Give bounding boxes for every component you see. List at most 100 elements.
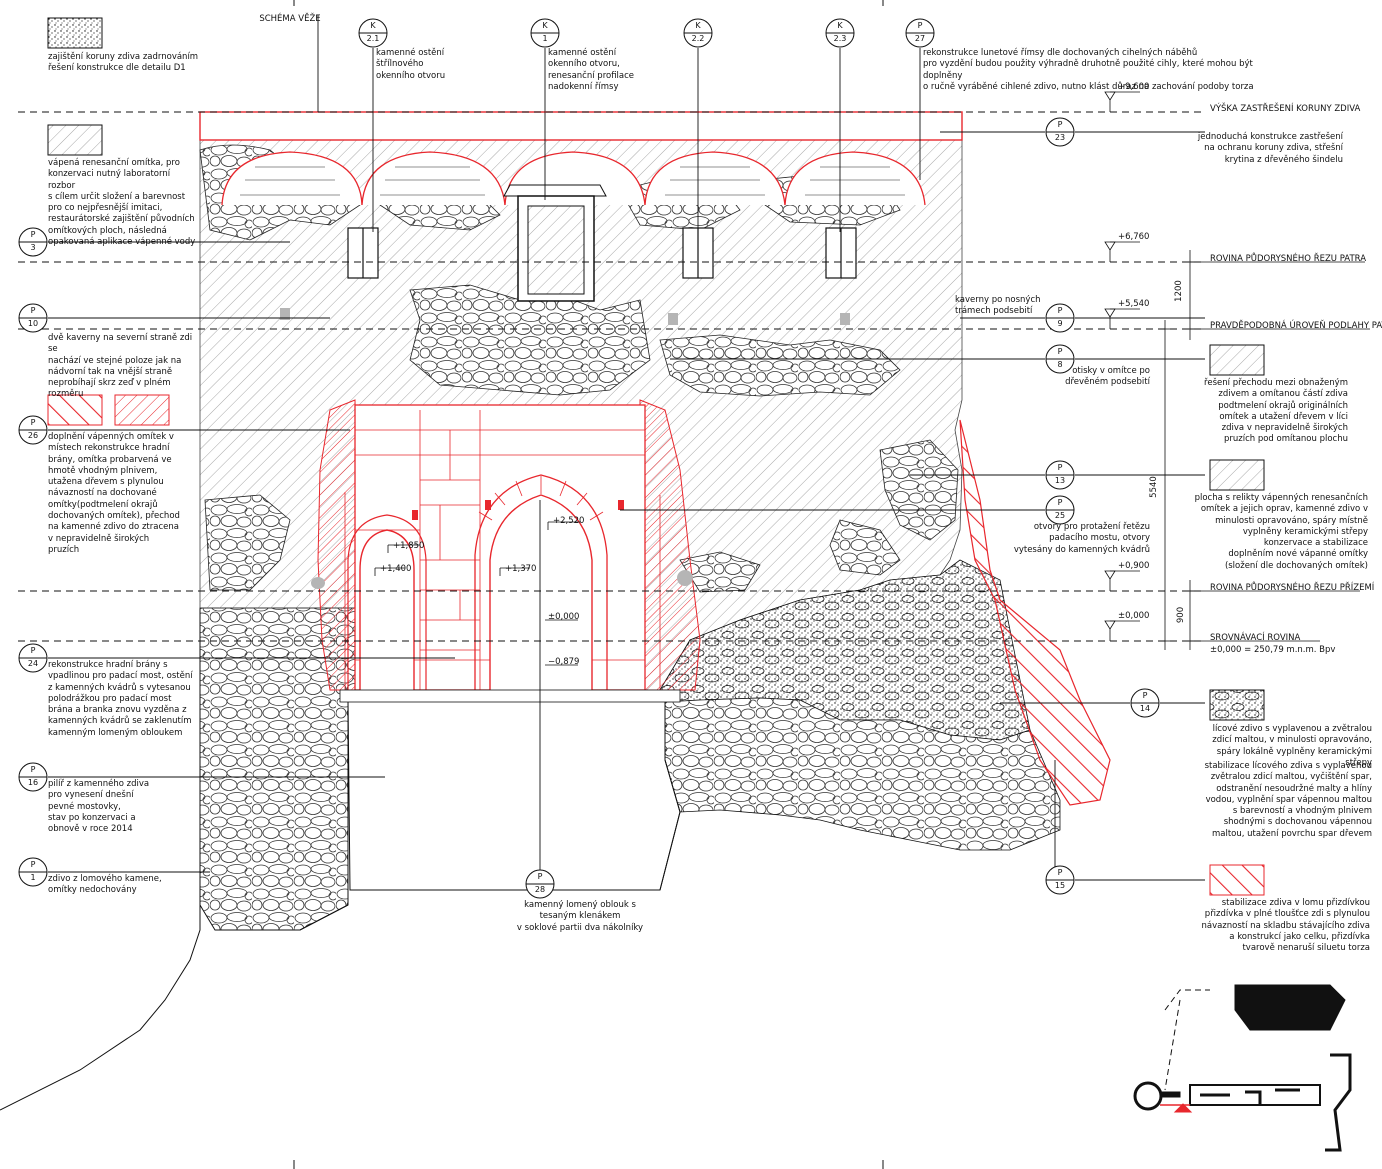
level-name-ground: ROVINA PŮDORYSNÉHO ŘEZU PŘÍZEMÍ	[1210, 583, 1375, 593]
level-1370: +1,370	[505, 564, 537, 574]
tag-letter-p24: P	[30, 646, 36, 655]
tag-letter-p13: P	[1057, 463, 1063, 472]
tag-num-p15: 15	[1054, 881, 1066, 890]
tag-num-p14: 14	[1139, 704, 1151, 713]
tag-num-p24: 24	[27, 659, 39, 668]
tag-num-p23: 23	[1054, 133, 1066, 142]
level-name-ref: SROVNÁVACÍ ROVINA	[1210, 633, 1301, 643]
level-name-floor1: ROVINA PŮDORYSNÉHO ŘEZU PATRA	[1210, 254, 1367, 264]
tag-letter-p15: P	[1057, 868, 1063, 877]
tag-num-p1: 1	[30, 873, 36, 882]
level-5540: +5,540	[1118, 299, 1150, 309]
tag-num-p27: 27	[914, 34, 926, 43]
level-2520: +2,520	[553, 516, 585, 526]
lunette-brick-lines	[240, 166, 905, 196]
note-p26: doplnění vápenných omítek v místech reko…	[48, 432, 180, 555]
tag-num-p3: 3	[30, 243, 36, 252]
tag-letter-p23: P	[1057, 120, 1063, 129]
level-6760: +6,760	[1118, 232, 1150, 242]
note-coping: zajištění koruny zdiva zadrnováním řešen…	[48, 52, 199, 74]
tag-letter-k21: K	[370, 21, 376, 30]
note-p10: dvě kaverny na severní straně zdi se nac…	[48, 333, 193, 400]
dim-900: 900	[1176, 606, 1187, 624]
level-0900: +0,900	[1118, 561, 1150, 571]
note-p8: otisky v omítce po dřevěném podsebití	[1065, 366, 1150, 388]
level-9600: +9,600	[1118, 82, 1150, 92]
ground-lines	[0, 759, 681, 1111]
roof-coping	[199, 111, 963, 141]
level-name-ref-abs: ±0,000 = 250,79 m.n.m. Bpv	[1210, 645, 1336, 655]
tag-letter-k23: K	[837, 21, 843, 30]
stabilization-wedge	[959, 419, 1111, 806]
tag-num-k1: 1	[542, 34, 548, 43]
tag-letter-p25: P	[1057, 498, 1063, 507]
note-p25: otvory pro protažení řetězu padacího mos…	[1013, 522, 1150, 555]
legend-swatches	[47, 17, 1265, 896]
tag-bubbles	[18, 18, 1160, 899]
note-p24: rekonstrukce hradní brány s vpadlinou pr…	[48, 660, 193, 738]
gate-reconstruction	[317, 399, 701, 703]
tag-num-p10: 10	[27, 319, 39, 328]
tag-num-p28: 28	[534, 885, 546, 894]
lunette-cornice	[221, 151, 926, 206]
tag-num-k23: 2.3	[833, 34, 847, 43]
tag-letter-p26: P	[30, 418, 36, 427]
level-lines	[18, 111, 1205, 642]
renaissance-window	[503, 184, 607, 302]
note-legend-8: řešení přechodu mezi obnaženým zdivem a …	[1204, 378, 1348, 445]
tag-letter-p28: P	[537, 872, 543, 881]
cavities	[280, 308, 850, 589]
note-p3: vápená renesanční omítka, pro konzervaci…	[48, 158, 196, 248]
note-legend-14b: stabilizace lícového zdiva s vyplavenou …	[1204, 761, 1372, 839]
tag-num-p8: 8	[1057, 360, 1063, 369]
tag-num-p13: 13	[1054, 476, 1066, 485]
tag-letter-p8: P	[1057, 347, 1063, 356]
tag-num-k21: 2.1	[366, 34, 380, 43]
key-plan	[1133, 984, 1352, 1152]
tag-letter-p16: P	[30, 765, 36, 774]
tag-num-p25: 25	[1054, 511, 1066, 520]
tag-letter-p1: P	[30, 860, 36, 869]
tag-num-k22: 2.2	[691, 34, 705, 43]
note-k21: kamenné ostění štřílnového okenního otvo…	[376, 48, 446, 81]
note-p27: rekonstrukce lunetové římsy dle dochovan…	[923, 48, 1254, 92]
level-0000-gate: ±0,000	[548, 612, 580, 622]
tag-letter-k22: K	[695, 21, 701, 30]
slit-windows	[347, 227, 857, 279]
drawing-title: SCHÉMA VĚŽE	[259, 14, 321, 24]
level-minus-879: −0,879	[548, 657, 580, 667]
tag-letter-p14: P	[1142, 691, 1148, 700]
dimension-chain	[1160, 250, 1195, 650]
level-label-lines	[1190, 261, 1370, 642]
level-name-roof: VÝŠKA ZASTŘEŠENÍ KORUNY ZDIVA	[1210, 104, 1361, 114]
level-1850: +1,850	[393, 541, 425, 551]
tag-letter-p27: P	[917, 21, 923, 30]
note-legend-15: stabilizace zdiva v lomu přizdívkou přiz…	[1201, 898, 1370, 954]
note-p23: jednoduchá konstrukce zastřešení na ochr…	[1197, 132, 1343, 165]
note-legend-14a: lícové zdivo s vyplavenou a zvětralou zd…	[1212, 724, 1372, 768]
level-name-floor1-level: PRAVDĚPODOBNÁ ÚROVEŇ PODLAHY PATRA	[1210, 321, 1382, 331]
tag-letter-p9: P	[1057, 306, 1063, 315]
gate-opening-void	[347, 699, 681, 891]
level-0000: ±0,000	[1118, 611, 1150, 621]
frame-ticks	[293, 0, 884, 1169]
note-p1: zdivo z lomového kamene, omítky nedochov…	[48, 874, 162, 896]
note-legend-13: plocha s relikty vápenných renesančních …	[1194, 493, 1368, 571]
dim-5540: 5540	[1148, 476, 1159, 498]
level-markers	[374, 91, 1140, 666]
lower-right-masonry	[664, 697, 1061, 851]
level-1400: +1,400	[380, 564, 412, 574]
tag-letter-p10: P	[30, 306, 36, 315]
leader-lines	[48, 15, 1205, 881]
tag-num-p9: 9	[1057, 319, 1063, 328]
note-k1: kamenné ostění okenního otvoru, renesanč…	[548, 48, 635, 92]
tag-letter-k1: K	[542, 21, 548, 30]
note-p16: pilíř z kamenného zdiva pro vynesení dne…	[48, 779, 150, 835]
tag-num-p26: 26	[27, 431, 39, 440]
note-p9: kaverny po nosných trámech podsebití	[955, 295, 1041, 317]
note-p28: kamenný lomený oblouk s tesaným klenákem…	[516, 900, 644, 933]
tag-letter-p3: P	[30, 230, 36, 239]
dim-1200: 1200	[1173, 280, 1184, 302]
tag-num-p16: 16	[27, 778, 39, 787]
